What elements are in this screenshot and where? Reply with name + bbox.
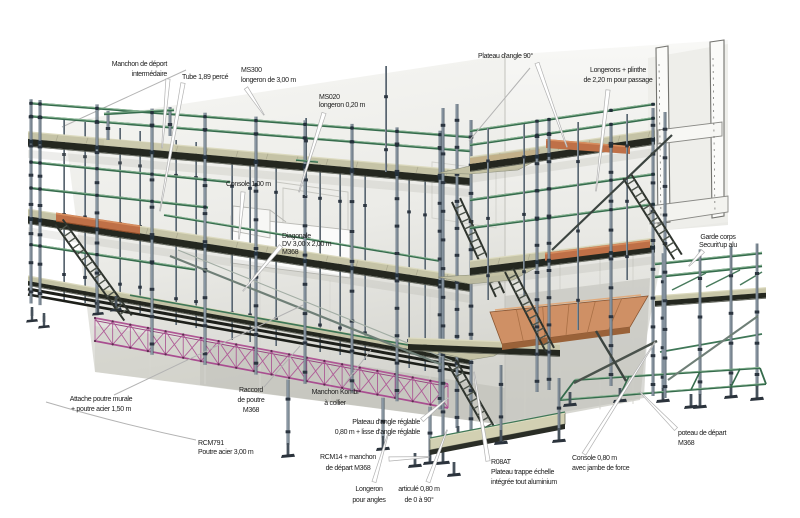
svg-text:MS020: MS020 xyxy=(319,94,340,101)
svg-text:Tube 1,89 percé: Tube 1,89 percé xyxy=(182,74,229,81)
svg-text:Manchon de déport: Manchon de déport xyxy=(112,61,168,68)
svg-text:Plateau trappe échelle: Plateau trappe échelle xyxy=(491,469,554,476)
svg-text:Garde corps: Garde corps xyxy=(700,234,736,241)
svg-text:Attache poutre murale: Attache poutre murale xyxy=(70,396,133,403)
svg-text:Longeron: Longeron xyxy=(355,486,383,493)
svg-text:longeron 0,20 m: longeron 0,20 m xyxy=(319,102,366,109)
svg-text:de 2,20 m pour passage: de 2,20 m pour passage xyxy=(584,77,653,84)
svg-text:de poutre: de poutre xyxy=(238,397,265,404)
svg-text:Raccord: Raccord xyxy=(239,387,263,394)
svg-text:Securit'up alu: Securit'up alu xyxy=(699,242,737,249)
svg-text:Diagonale: Diagonale xyxy=(282,233,311,240)
svg-text:longeron de 3,00 m: longeron de 3,00 m xyxy=(241,77,296,84)
svg-text:M368: M368 xyxy=(282,249,299,256)
svg-text:pour angles: pour angles xyxy=(352,497,386,504)
svg-text:Plateau d'angle 90°: Plateau d'angle 90° xyxy=(478,52,533,60)
svg-text:M368: M368 xyxy=(678,440,695,447)
svg-text:avec jambe de force: avec jambe de force xyxy=(572,465,630,472)
svg-text:R08AT: R08AT xyxy=(491,459,512,466)
svg-text:+ poutre acier 1,50 m: + poutre acier 1,50 m xyxy=(71,406,132,413)
svg-text:Manchon Kombi: Manchon Kombi xyxy=(312,389,359,396)
svg-text:M368: M368 xyxy=(243,407,260,414)
svg-text:intermédaire: intermédaire xyxy=(132,71,168,78)
svg-text:articulé 0,80 m: articulé 0,80 m xyxy=(398,486,440,493)
svg-text:RCM14 + manchon: RCM14 + manchon xyxy=(320,454,376,461)
svg-text:0,80 m + lisse d'angle réglabl: 0,80 m + lisse d'angle réglable xyxy=(335,429,421,436)
svg-text:de 0 à 90°: de 0 à 90° xyxy=(405,496,434,504)
svg-text:Console 0,80 m: Console 0,80 m xyxy=(572,455,617,462)
svg-text:de départ M368: de départ M368 xyxy=(326,465,371,472)
svg-text:DV 3,00 x 2,00 m: DV 3,00 x 2,00 m xyxy=(282,241,332,248)
svg-text:à collier: à collier xyxy=(324,400,346,407)
svg-text:MS300: MS300 xyxy=(241,67,262,74)
svg-text:Poutre acier 3,00 m: Poutre acier 3,00 m xyxy=(198,449,254,456)
svg-text:Longerons + plinthe: Longerons + plinthe xyxy=(590,67,646,74)
svg-text:RCM791: RCM791 xyxy=(198,440,224,447)
svg-text:intégrée tout aluminium: intégrée tout aluminium xyxy=(491,479,557,486)
svg-text:poteau de départ: poteau de départ xyxy=(678,430,726,437)
svg-text:Console 1,00 m: Console 1,00 m xyxy=(226,181,271,188)
svg-text:Plateau d'angle réglable: Plateau d'angle réglable xyxy=(352,419,420,426)
